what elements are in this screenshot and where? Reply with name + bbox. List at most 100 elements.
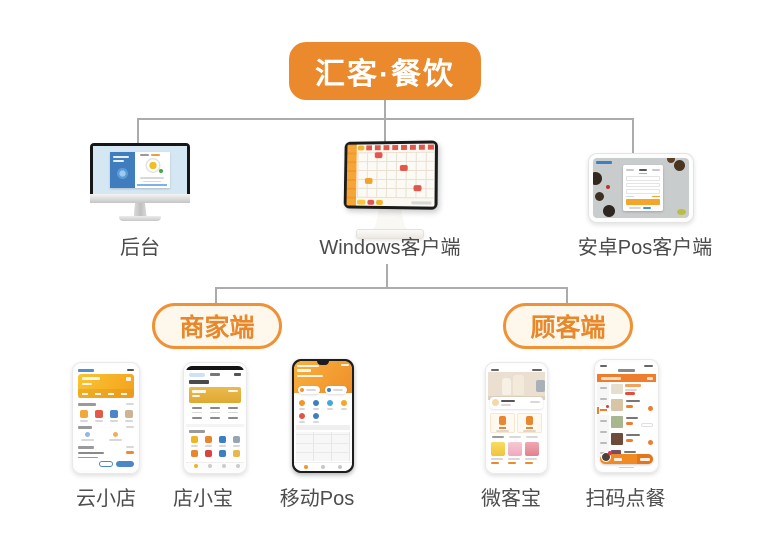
decor-line [140,154,149,156]
mini-stat-icon [85,432,90,437]
dialog-right-panel [135,152,170,188]
shop-avatar [492,399,499,406]
app-icon-tile [125,410,133,418]
decor-line [233,445,240,447]
pos-topbar-cell [357,145,365,151]
stat-value [192,407,202,409]
tablet-logo [596,161,612,164]
decor-line [143,180,161,182]
takeout-card [517,413,542,433]
photo-gray-band [536,380,545,392]
pos-busy-table [413,185,422,192]
food-plate [593,172,602,185]
tab-dot [208,464,212,468]
merchant-group-pill: 商家端 [152,303,282,349]
coupon-pill [625,392,635,395]
app-icon-tile [191,436,198,443]
pos-busy-table [399,164,408,171]
category-item [599,387,607,389]
dish-photo [611,399,623,411]
summary-card [78,374,134,398]
divider [186,424,244,427]
yunxiaodian-label: 云小店 [76,488,136,510]
dianxiaobao-label: 店小宝 [173,488,233,510]
decor-line [313,421,319,423]
gold-balance-card [189,387,241,403]
food-plate [595,192,604,201]
tablet-screen [593,158,689,218]
status-text [78,369,94,372]
stat-label [210,411,220,413]
quantity-stepper [641,423,653,427]
dish-name [624,451,636,453]
status-text [600,365,607,367]
section-title [189,430,205,433]
diagram-title-text: 汇客·餐饮 [315,58,455,91]
tab-dot [321,464,325,469]
version-chip [189,373,205,377]
decor-line [647,376,653,380]
customer-group-label: 顾客端 [530,314,606,342]
connector-customer-drop [566,287,568,304]
status-text [491,368,499,371]
menu-row [611,399,654,414]
pos-bottombar-cell [376,199,383,205]
pos-sidebar [346,144,357,206]
decor-line [228,390,238,392]
app-icon-dot [327,400,333,406]
section-more [126,403,134,405]
decor-line [333,389,343,391]
backend-monitor-mockup [90,143,190,221]
category-item [599,442,607,444]
monitor-stand-neck [133,203,147,216]
status-icons [532,368,542,371]
product-photo [491,442,505,456]
greeting-text [189,380,209,384]
status-icons [127,369,134,371]
shop-name [501,399,515,402]
dine-in-chip [298,386,320,394]
login-input [626,189,660,194]
shop-info-card [490,397,543,409]
order-note [78,456,98,458]
pos-bottombar-cell [367,199,375,205]
stat-label [192,411,202,413]
decor-line [109,439,122,441]
data-grid [296,432,350,461]
monitor-screen [93,146,187,194]
decor-line [643,207,651,209]
stat-value [210,407,220,409]
decor-line [140,177,164,179]
decor-line [652,195,660,197]
menu-row [611,433,654,448]
dish-photo [611,384,623,394]
monitor-chin [90,194,190,203]
login-tab-active [639,169,647,171]
nav-actions [234,373,241,376]
pos-topbar-cells [366,144,434,151]
pos-table-grid [357,151,434,199]
order-price [126,451,134,454]
connector-backend-drop [137,118,139,144]
decor-line [625,389,637,391]
phone-top-bezel [186,366,244,370]
weikebao-phone-mockup [485,362,548,474]
drink-icon [499,416,506,425]
decor-line [95,420,103,422]
cart-total [614,457,622,461]
decor-line [82,383,92,385]
stat-label [228,411,238,413]
decor-line [151,154,160,156]
food-plate [674,160,685,171]
app-icon-tile [219,450,226,457]
link-line [137,184,167,186]
decor-line [496,430,509,432]
connector-merchant-drop [215,287,217,304]
connector-android-drop [632,118,634,154]
pos-bottombar-cell [356,199,366,205]
decor-line [341,364,349,366]
app-icon-tile [205,436,212,443]
dialog-left-panel [110,152,135,188]
decor-line [341,408,347,410]
